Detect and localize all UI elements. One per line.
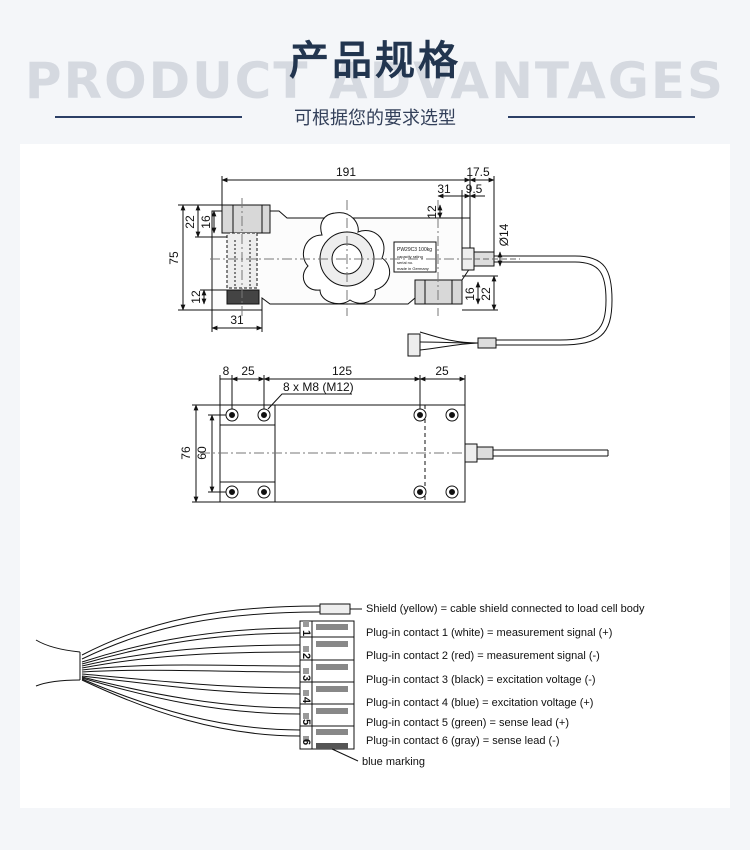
dim-holes: 8 x M8 (M12) xyxy=(283,380,354,394)
dim-height-inner: 60 xyxy=(195,446,209,460)
header-rule-right xyxy=(508,116,695,118)
contact-label-4: Plug-in contact 4 (blue) = excitation vo… xyxy=(366,697,593,709)
dim-25-left: 25 xyxy=(241,364,255,378)
mounting-holes xyxy=(225,408,459,499)
wiring-labels: Shield (yellow) = cable shield connected… xyxy=(362,603,645,768)
contact-label-2: Plug-in contact 2 (red) = measurement si… xyxy=(366,650,600,662)
contact-number-3: 3 xyxy=(300,675,312,681)
contact-label-6: Plug-in contact 6 (gray) = sense lead (-… xyxy=(366,735,560,747)
contact-number-4: 4 xyxy=(300,697,312,704)
dim-right-height-inner: 16 xyxy=(463,287,477,301)
side-view xyxy=(178,176,613,357)
dim-total-height: 75 xyxy=(167,251,181,265)
dim-25-right: 25 xyxy=(435,364,449,378)
contact-label-3: Plug-in contact 3 (black) = excitation v… xyxy=(366,674,596,686)
label-plate-line-3: serial no. xyxy=(397,260,413,265)
label-plate-line-1: PW29C3 100kg xyxy=(397,247,432,253)
wiring-numbers: 1 2 3 4 5 6 xyxy=(300,630,312,745)
side-view-labels: 191 17.5 31 9.5 22 16 75 12 12 Ø14 16 22… xyxy=(167,165,511,327)
dim-125: 125 xyxy=(332,364,352,378)
dim-cable-offset: 31 xyxy=(437,182,451,196)
contact-label-5: Plug-in contact 5 (green) = sense lead (… xyxy=(366,717,569,729)
top-view xyxy=(192,375,609,503)
label-plate-line-2: capacity rating xyxy=(397,254,423,259)
dim-height-outer: 76 xyxy=(179,446,193,460)
dim-top-right-gap: 12 xyxy=(425,205,439,219)
label-plate-line-4: made in Germany xyxy=(397,266,429,271)
wiring-diagram xyxy=(35,603,362,762)
dim-top-height-outer: 22 xyxy=(183,215,197,229)
contact-number-2: 2 xyxy=(300,653,312,659)
page-subtitle: 可根据您的要求选型 xyxy=(294,108,456,129)
dim-length: 191 xyxy=(336,165,356,179)
contact-number-5: 5 xyxy=(300,719,312,725)
top-view-labels: 8 25 125 25 8 x M8 (M12) 76 60 xyxy=(179,364,449,460)
dim-right-height-outer: 22 xyxy=(479,287,493,301)
dim-8: 8 xyxy=(223,364,230,378)
dim-bottom-left: 12 xyxy=(189,290,203,304)
dim-cable-inset: 9.5 xyxy=(466,182,483,196)
dim-left-base: 31 xyxy=(230,313,244,327)
page-title: 产品规格 xyxy=(289,38,461,84)
dim-cable-diameter: Ø14 xyxy=(497,223,511,246)
dim-top-height-inner: 16 xyxy=(199,215,213,229)
shield-label: Shield (yellow) = cable shield connected… xyxy=(366,603,645,615)
contact-label-1: Plug-in contact 1 (white) = measurement … xyxy=(366,627,612,639)
dim-right-extension: 17.5 xyxy=(466,165,490,179)
contact-number-1: 1 xyxy=(300,630,312,636)
contact-number-6: 6 xyxy=(300,739,312,745)
header-rule-left xyxy=(55,116,242,118)
background-word: PRODUCT ADVANTAGES xyxy=(24,52,726,110)
blue-marking-label: blue marking xyxy=(362,756,425,768)
